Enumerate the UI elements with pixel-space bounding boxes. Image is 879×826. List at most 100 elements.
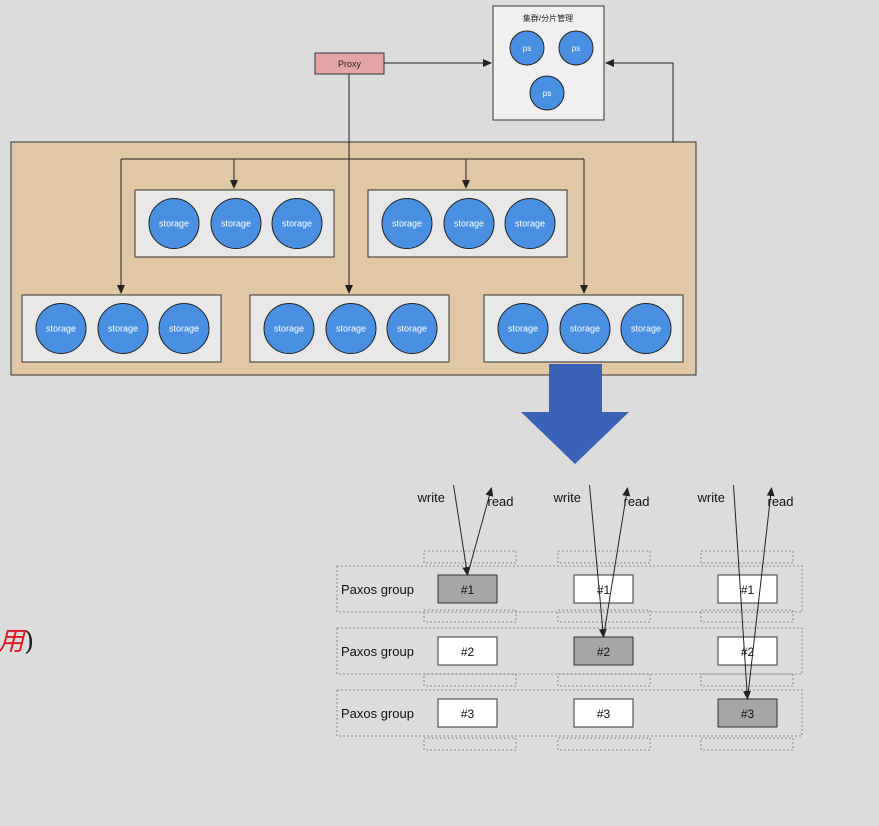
paxos-row-box [336,565,803,613]
paxos-stub [557,550,651,564]
ps-node-label: ps [572,44,580,53]
paxos-replica-label: #3 [741,707,755,721]
paxos-replica-label: #1 [597,583,611,597]
storage-node [158,303,210,354]
storage-node [386,303,438,354]
paxos-stub [423,737,517,751]
storage-node-label: storage [282,219,312,229]
side-caption: 用) [0,627,35,657]
storage-node [325,303,377,354]
storage-node [620,303,672,354]
storage-node [263,303,315,354]
paxos-stub [423,550,517,564]
storage-node-label: storage [221,219,251,229]
storage-node-label: storage [397,324,427,334]
storage-group: storage storage storage [249,294,450,363]
storage-node [497,303,549,354]
storage-node [381,198,433,249]
storage-node-label: storage [108,324,138,334]
read-label: read [768,494,794,509]
read-arrow [603,487,631,638]
paxos-row: Paxos group#1#1#1 [336,565,803,613]
paxos-stub [557,673,651,687]
storage-node [443,198,495,249]
paxos-stub [423,673,517,687]
read-arrow [467,487,494,576]
paxos-replica-label: #3 [461,707,475,721]
storage-to-cluster-arrow [605,59,674,142]
paxos-replica-label: #2 [461,645,475,659]
storage-node-label: storage [274,324,304,334]
paxos-stub [423,609,517,623]
write-label: write [697,490,725,505]
paxos-stub [700,737,794,751]
paxos-row-label: Paxos group [341,706,414,721]
ps-node [529,75,565,111]
read-arrow [747,487,775,700]
write-read-arrows: write read [697,484,794,700]
big-down-arrow [521,364,629,464]
paxos-replica-cell [573,698,634,728]
write-label: write [417,490,445,505]
storage-node [504,198,556,249]
proxy-distribution-arrows [117,74,588,294]
write-arrow [733,484,751,700]
write-arrow [589,484,607,638]
read-label: read [624,494,650,509]
paxos-row-box [336,689,803,737]
paxos-replica-cell [717,574,778,604]
cluster-title: 集群/分片管理 [523,13,573,23]
storage-node-label: storage [336,324,366,334]
ps-node-label: ps [523,44,531,53]
storage-node [271,198,323,249]
proxy-label: Proxy [338,59,362,69]
storage-node [148,198,200,249]
paxos-stub [700,609,794,623]
paxos-replica-cell [717,636,778,666]
write-label: write [553,490,581,505]
storage-node [35,303,87,354]
proxy-box: Proxy [314,52,385,75]
cluster-management-box: 集群/分片管理 ps ps ps [492,5,605,121]
paxos-row-box [336,627,803,675]
storage-node-label: storage [392,219,422,229]
paxos-replica-cell [573,636,634,666]
read-label: read [488,494,514,509]
storage-node [559,303,611,354]
ps-node [558,30,594,66]
storage-node-label: storage [454,219,484,229]
paxos-stub [557,737,651,751]
paxos-replica-cell [437,574,498,604]
paxos-replica-label: #2 [597,645,611,659]
storage-node-label: storage [508,324,538,334]
write-arrow [453,484,471,576]
storage-group: storage storage storage [367,189,568,258]
ps-node-label: ps [543,89,551,98]
paxos-row-label: Paxos group [341,644,414,659]
storage-node-label: storage [159,219,189,229]
ps-node [509,30,545,66]
paxos-replica-label: #3 [597,707,611,721]
paxos-row-label: Paxos group [341,582,414,597]
paxos-row: Paxos group #3 #3 #3 [336,689,803,737]
paxos-replica-cell [437,698,498,728]
storage-group: storage storage storage [134,189,335,258]
paxos-stub [557,609,651,623]
storage-node [210,198,262,249]
storage-node-label: storage [46,324,76,334]
storage-node-label: storage [169,324,199,334]
paxos-replica-cell [573,574,634,604]
storage-node-label: storage [515,219,545,229]
paxos-replica-label: #1 [461,583,475,597]
paxos-replica-cell [437,636,498,666]
storage-node-label: storage [570,324,600,334]
write-read-arrows: write read [553,484,650,638]
storage-node [97,303,149,354]
write-read-arrows: write read [417,484,514,576]
paxos-stub [700,550,794,564]
